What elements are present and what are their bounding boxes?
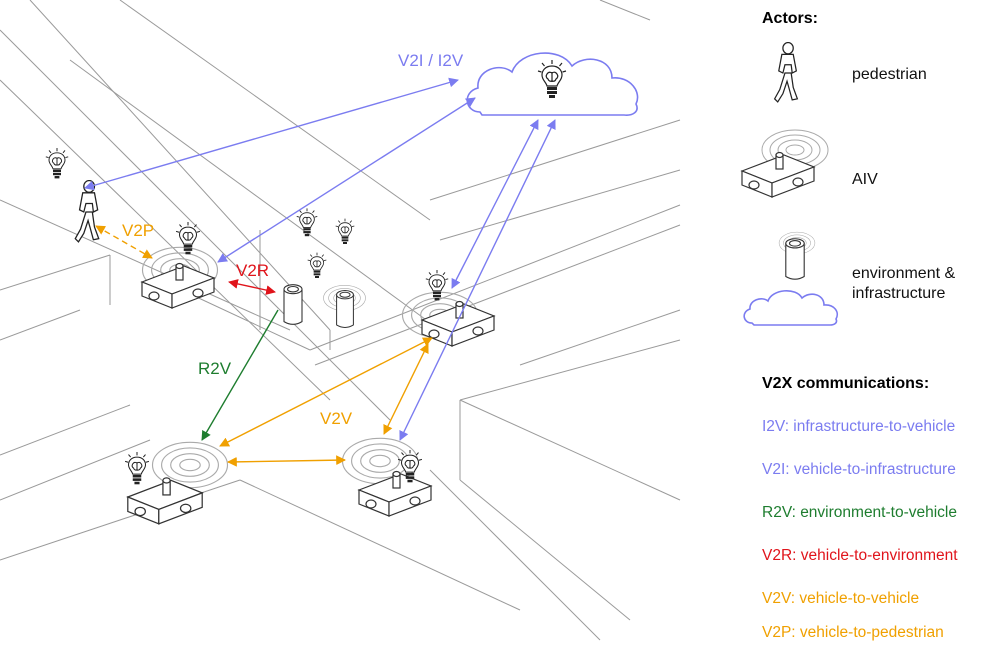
- v2i-arrow-pedestrian: [84, 77, 459, 191]
- lightbulb-icon: [124, 452, 150, 485]
- label-v2p: V2P: [122, 221, 154, 240]
- lightbulb-icon: [425, 270, 449, 301]
- pedestrian-actor: [74, 180, 100, 243]
- label-r2v: R2V: [198, 359, 232, 378]
- legend-aiv-label: AIV: [852, 171, 878, 188]
- v2v-arrow-vertical: [383, 343, 429, 435]
- v2v-arrow-horizontal: [227, 455, 346, 467]
- i2v-arrow-aiv2: [451, 119, 539, 289]
- legend-env-label-line2: infrastructure: [852, 285, 946, 302]
- aiv-vehicle: [127, 477, 203, 525]
- comms-legend-item: V2R: vehicle-to-environment: [762, 547, 958, 564]
- v2x-comms-heading: V2X communications:: [762, 375, 930, 392]
- label-v2i-i2v: V2I / I2V: [398, 51, 464, 70]
- comms-legend-item: V2P: vehicle-to-pedestrian: [762, 624, 944, 641]
- legend-cloud-icon: [743, 290, 839, 326]
- environment-pole: [336, 289, 354, 329]
- comms-legend-item: R2V: environment-to-vehicle: [762, 504, 957, 521]
- comms-legend-item: V2I: vehicle-to-infrastructure: [762, 461, 956, 478]
- i2v-arrow-aiv4: [399, 119, 556, 441]
- v2p-arrow: [95, 225, 153, 259]
- actors-heading: Actors:: [762, 10, 819, 27]
- legend-pedestrian-label: pedestrian: [852, 66, 927, 83]
- v2r-arrow: [228, 279, 276, 295]
- label-v2r: V2R: [236, 261, 269, 280]
- lightbulb-icon: [307, 252, 327, 279]
- legend-pole-icon: [785, 238, 805, 280]
- environment-pole: [283, 284, 303, 325]
- label-v2v: V2V: [320, 409, 353, 428]
- legend-env-label-line1: environment &: [852, 265, 956, 282]
- legend-pedestrian-icon: [773, 42, 799, 103]
- aiv-vehicle: [421, 300, 495, 347]
- aiv-vehicle: [141, 262, 215, 309]
- lightbulb-icon: [296, 208, 318, 237]
- lightbulb-icon: [45, 148, 69, 179]
- aiv-vehicle: [358, 470, 432, 517]
- comms-legend-item: I2V: infrastructure-to-vehicle: [762, 418, 956, 435]
- lightbulb-icon: [335, 218, 355, 245]
- comms-legend-item: V2V: vehicle-to-vehicle: [762, 590, 920, 607]
